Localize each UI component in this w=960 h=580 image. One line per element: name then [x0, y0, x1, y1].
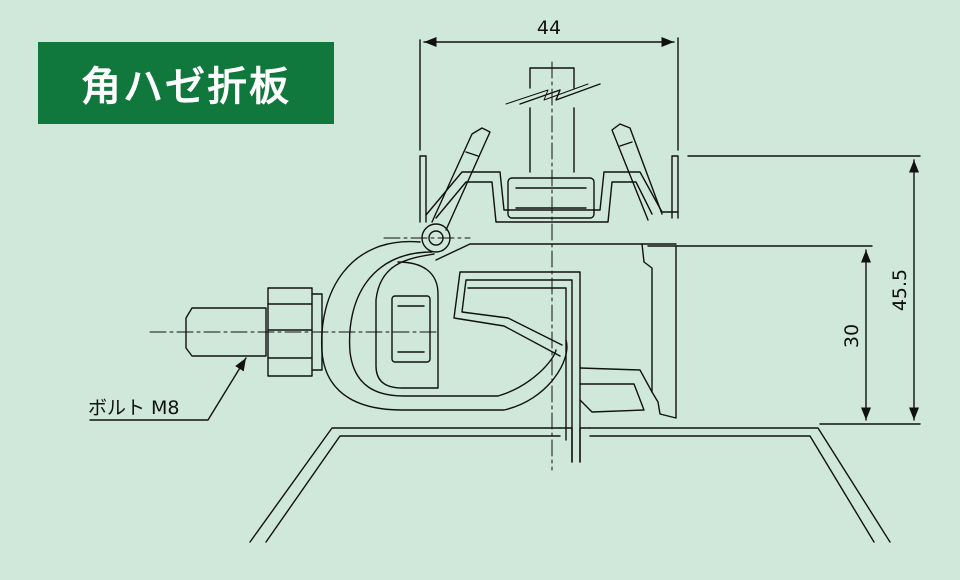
top-bracket	[419, 155, 679, 223]
title-banner: 角ハゼ折板	[38, 42, 334, 124]
dimension-lines	[89, 36, 921, 425]
dimension-total-height-label: 45.5	[889, 269, 911, 311]
dimension-width-label: 44	[537, 17, 561, 39]
dimension-partial-height-label: 30	[841, 324, 863, 348]
center-lines	[149, 61, 553, 471]
clamp-body	[320, 240, 677, 419]
horizontal-bolt	[185, 287, 431, 377]
spring-clips	[431, 123, 663, 231]
bolt-label: ボルト M8	[88, 397, 180, 419]
vertical-bolt	[505, 67, 601, 219]
seam-fold	[453, 271, 581, 463]
page-title: 角ハゼ折板	[81, 64, 291, 110]
roof-panel	[249, 427, 891, 543]
